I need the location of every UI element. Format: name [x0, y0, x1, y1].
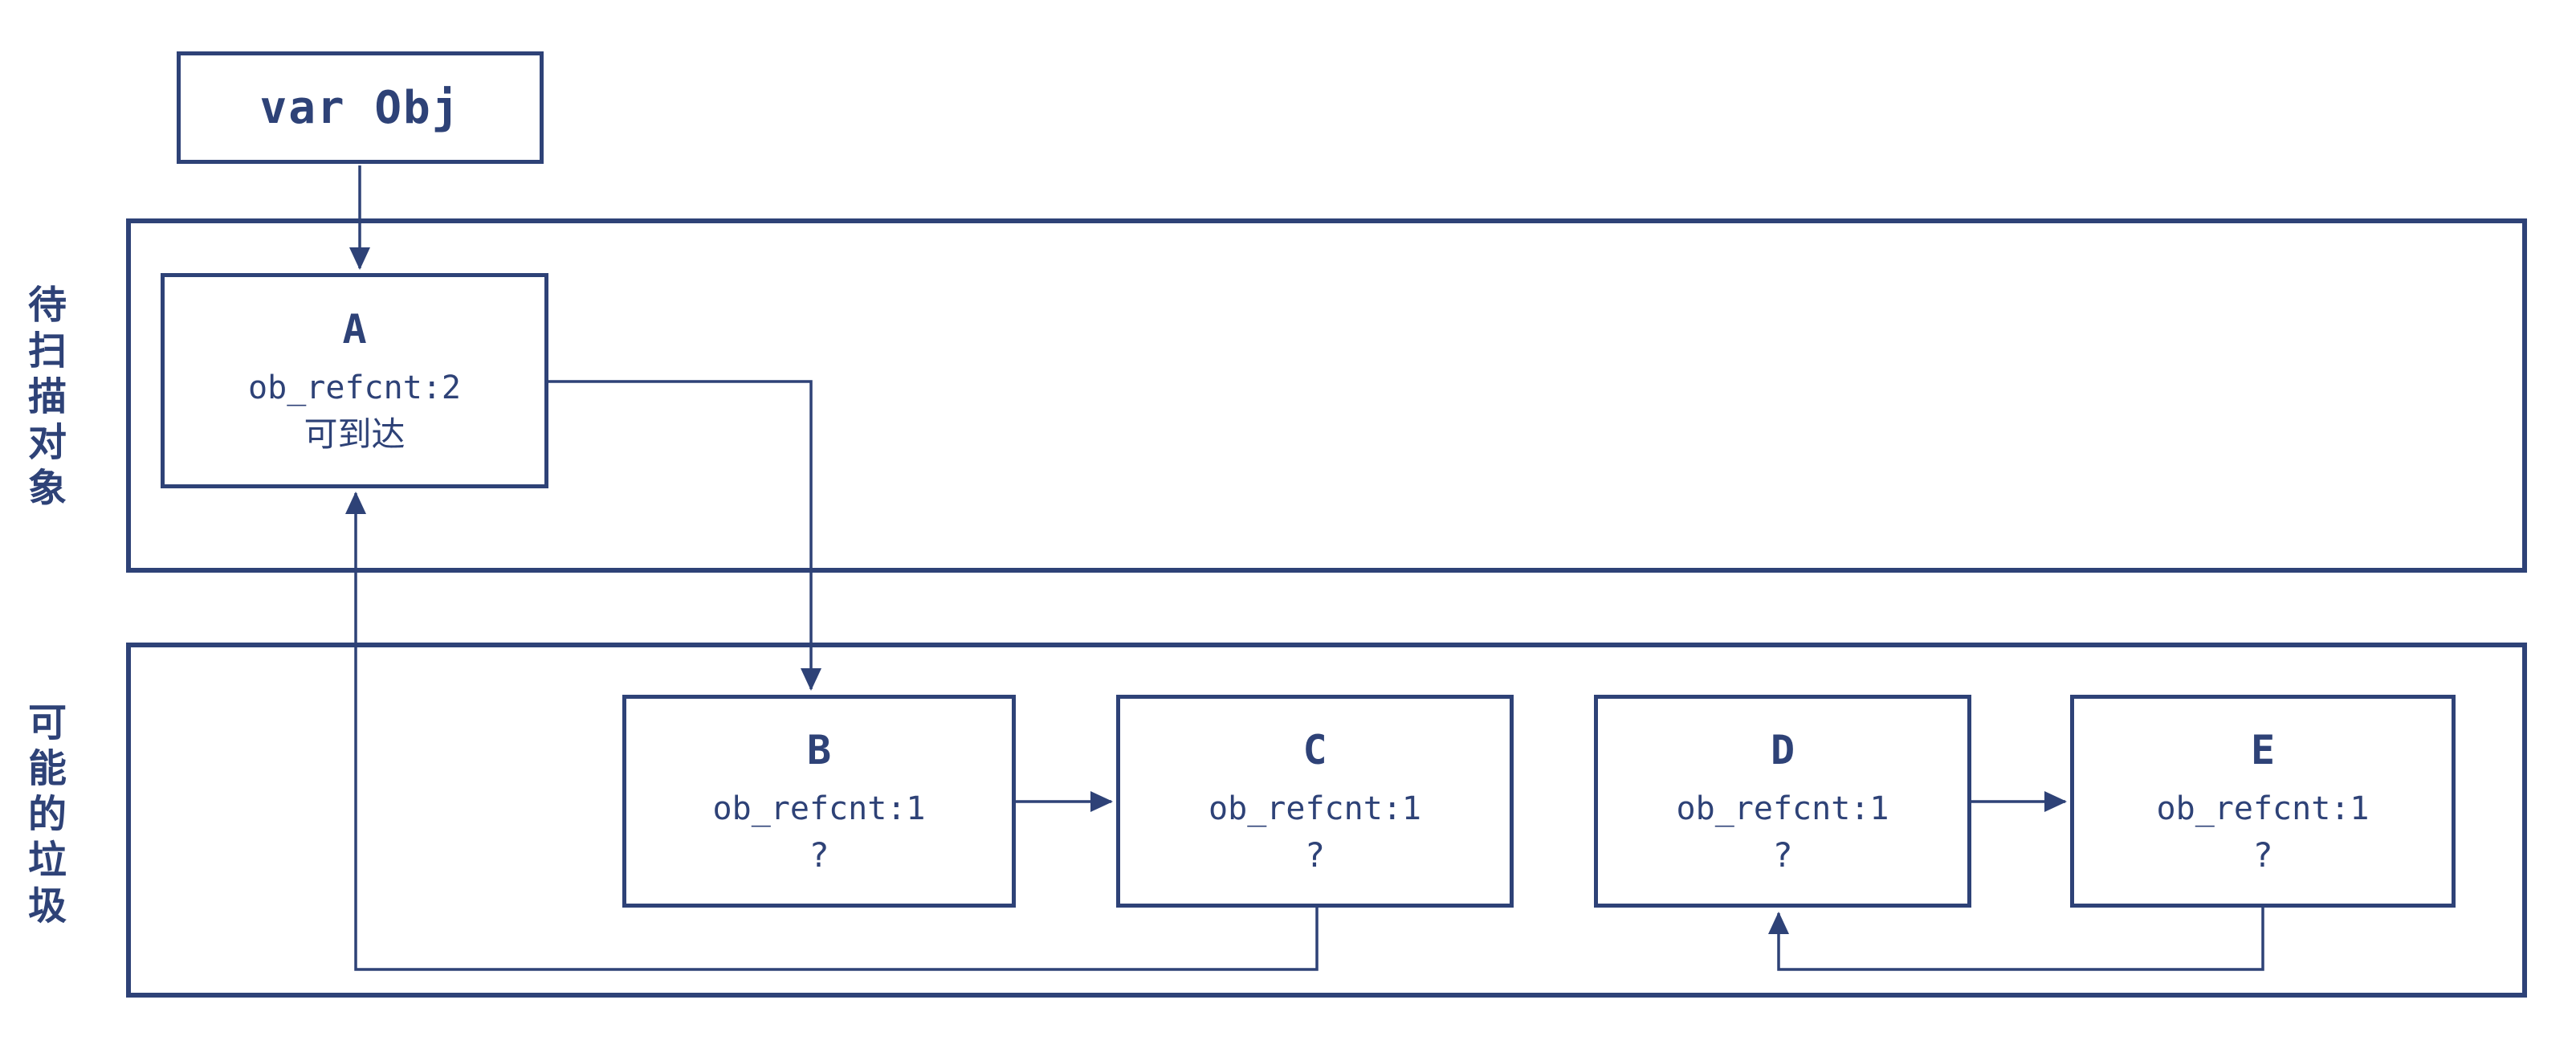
node-d-refcnt: ob_refcnt:1	[1676, 790, 1889, 827]
region-garbage-label: 可能的垃圾	[27, 700, 67, 929]
region-garbage-container	[126, 643, 2527, 998]
node-e-status: ?	[2252, 835, 2273, 875]
node-b-title: B	[806, 726, 832, 773]
node-c-status: ?	[1304, 835, 1326, 875]
node-d: D ob_refcnt:1 ?	[1594, 695, 1971, 908]
node-b: B ob_refcnt:1 ?	[622, 695, 1016, 908]
region-scan-container	[126, 218, 2527, 573]
node-b-status: ?	[809, 835, 829, 875]
node-d-title: D	[1770, 726, 1795, 773]
node-c: C ob_refcnt:1 ?	[1116, 695, 1514, 908]
node-c-title: C	[1302, 726, 1327, 773]
node-a-title: A	[342, 306, 367, 353]
region-scan-label: 待扫描对象	[27, 283, 67, 512]
node-c-refcnt: ob_refcnt:1	[1209, 790, 1421, 827]
node-e: E ob_refcnt:1 ?	[2070, 695, 2456, 908]
node-e-title: E	[2250, 726, 2276, 773]
node-a: A ob_refcnt:2 可到达	[161, 273, 548, 488]
node-e-refcnt: ob_refcnt:1	[2156, 790, 2370, 827]
node-b-refcnt: ob_refcnt:1	[712, 790, 926, 827]
node-a-status: 可到达	[304, 414, 406, 455]
var-obj-label: var Obj	[259, 81, 461, 134]
var-obj-box: var Obj	[177, 51, 544, 164]
node-a-refcnt: ob_refcnt:2	[248, 369, 461, 407]
node-d-status: ?	[1772, 835, 1793, 875]
